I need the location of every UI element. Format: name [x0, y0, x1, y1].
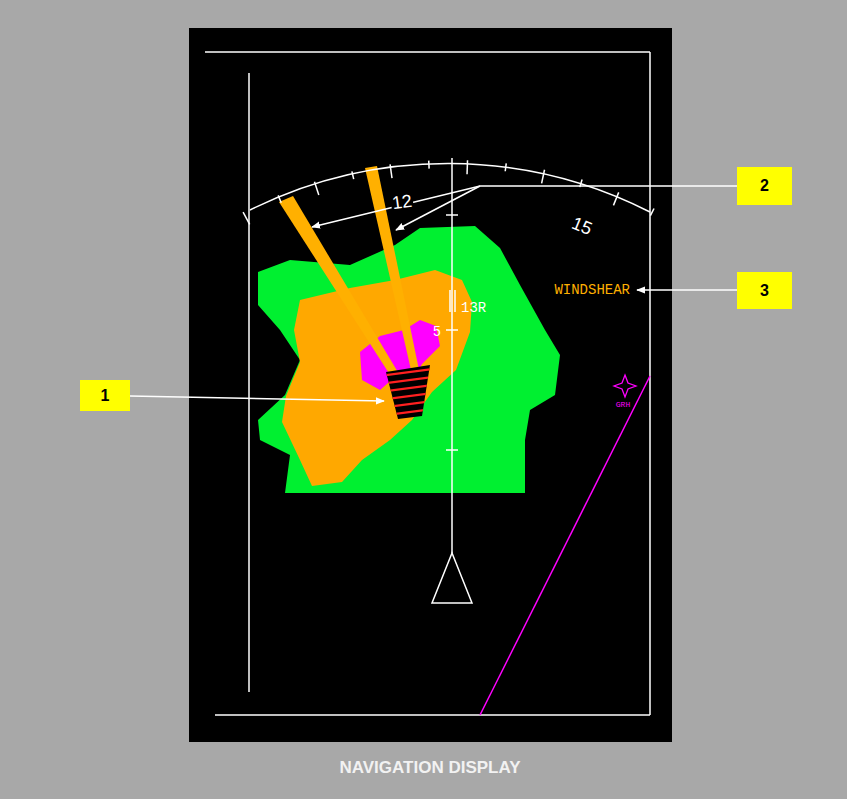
compass-tick — [542, 170, 545, 184]
compass-tick — [390, 164, 392, 178]
compass-tick — [352, 171, 354, 179]
runway-label: 13R — [461, 301, 486, 315]
display-frame — [205, 52, 650, 715]
heading-number: 12 — [390, 192, 414, 213]
compass-tick — [650, 209, 654, 216]
track-line — [446, 158, 458, 553]
weather-amber — [282, 270, 472, 486]
callout-number: 1 — [101, 387, 110, 405]
caption: NAVIGATION DISPLAY — [339, 759, 520, 776]
range-mark: 5 — [433, 324, 441, 338]
windshear-radial — [365, 166, 419, 370]
compass-tick — [466, 160, 468, 174]
compass-tick — [613, 192, 618, 205]
compass-rose — [243, 160, 654, 224]
leader-line — [312, 186, 737, 227]
callout-box: 3 — [737, 272, 792, 309]
route-line — [480, 376, 650, 715]
aircraft-symbol — [432, 553, 472, 603]
runway-symbol — [450, 290, 455, 312]
windshear-warning: WINDSHEAR — [554, 283, 630, 297]
display-screen — [189, 28, 672, 742]
compass-tick — [314, 182, 318, 195]
compass-tick — [278, 195, 281, 202]
callout-box: 1 — [80, 380, 130, 411]
compass-tick — [428, 161, 430, 169]
compass-arc — [250, 164, 650, 212]
callout-number: 3 — [760, 282, 769, 300]
compass-tick — [505, 163, 507, 171]
compass-tick — [243, 212, 250, 224]
callout-box: 2 — [737, 167, 792, 205]
leader-line — [637, 289, 737, 291]
leader-line — [130, 396, 384, 401]
callout-number: 2 — [760, 177, 769, 195]
windshear-stripes — [380, 368, 440, 416]
waypoint-name: GRH — [616, 401, 630, 409]
leader-lines — [130, 186, 737, 401]
waypoint-star — [614, 375, 636, 397]
